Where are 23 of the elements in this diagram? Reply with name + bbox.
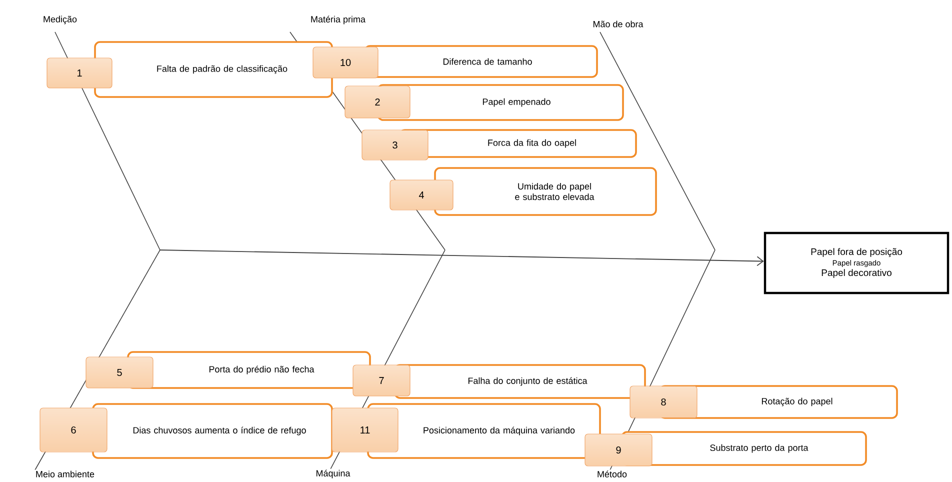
cause-box: Umidade do papel e substrato elevada [434, 167, 657, 216]
number-badge: 6 [40, 408, 108, 452]
cause-box: Falta de padrão de classificação [94, 41, 333, 98]
number-badge: 1 [46, 58, 112, 88]
category-label: Mão de obra [592, 20, 644, 28]
number-badge: 7 [352, 364, 410, 396]
category-label: Meio ambiente [34, 470, 96, 478]
cause-box: Diferenca de tamanho [364, 45, 598, 78]
number-badge: 11 [332, 408, 398, 452]
number-badge: 3 [362, 130, 428, 160]
cause-box: Falha do conjunto de estática [394, 364, 646, 399]
number-badge: 4 [390, 180, 454, 210]
category-label: Método [596, 470, 628, 478]
number-badge: 9 [584, 434, 652, 466]
number-badge: 8 [630, 386, 698, 418]
spine-arrow [160, 250, 764, 266]
category-label: Matéria prima [310, 14, 367, 26]
number-badge: 10 [312, 46, 378, 78]
cause-box: Dias chuvosos aumenta o índice de refugo [92, 403, 333, 459]
category-label: Medição [42, 14, 78, 26]
number-badge: 2 [344, 86, 410, 118]
category-label: Máquina [314, 468, 352, 480]
number-badge: 5 [86, 356, 154, 388]
